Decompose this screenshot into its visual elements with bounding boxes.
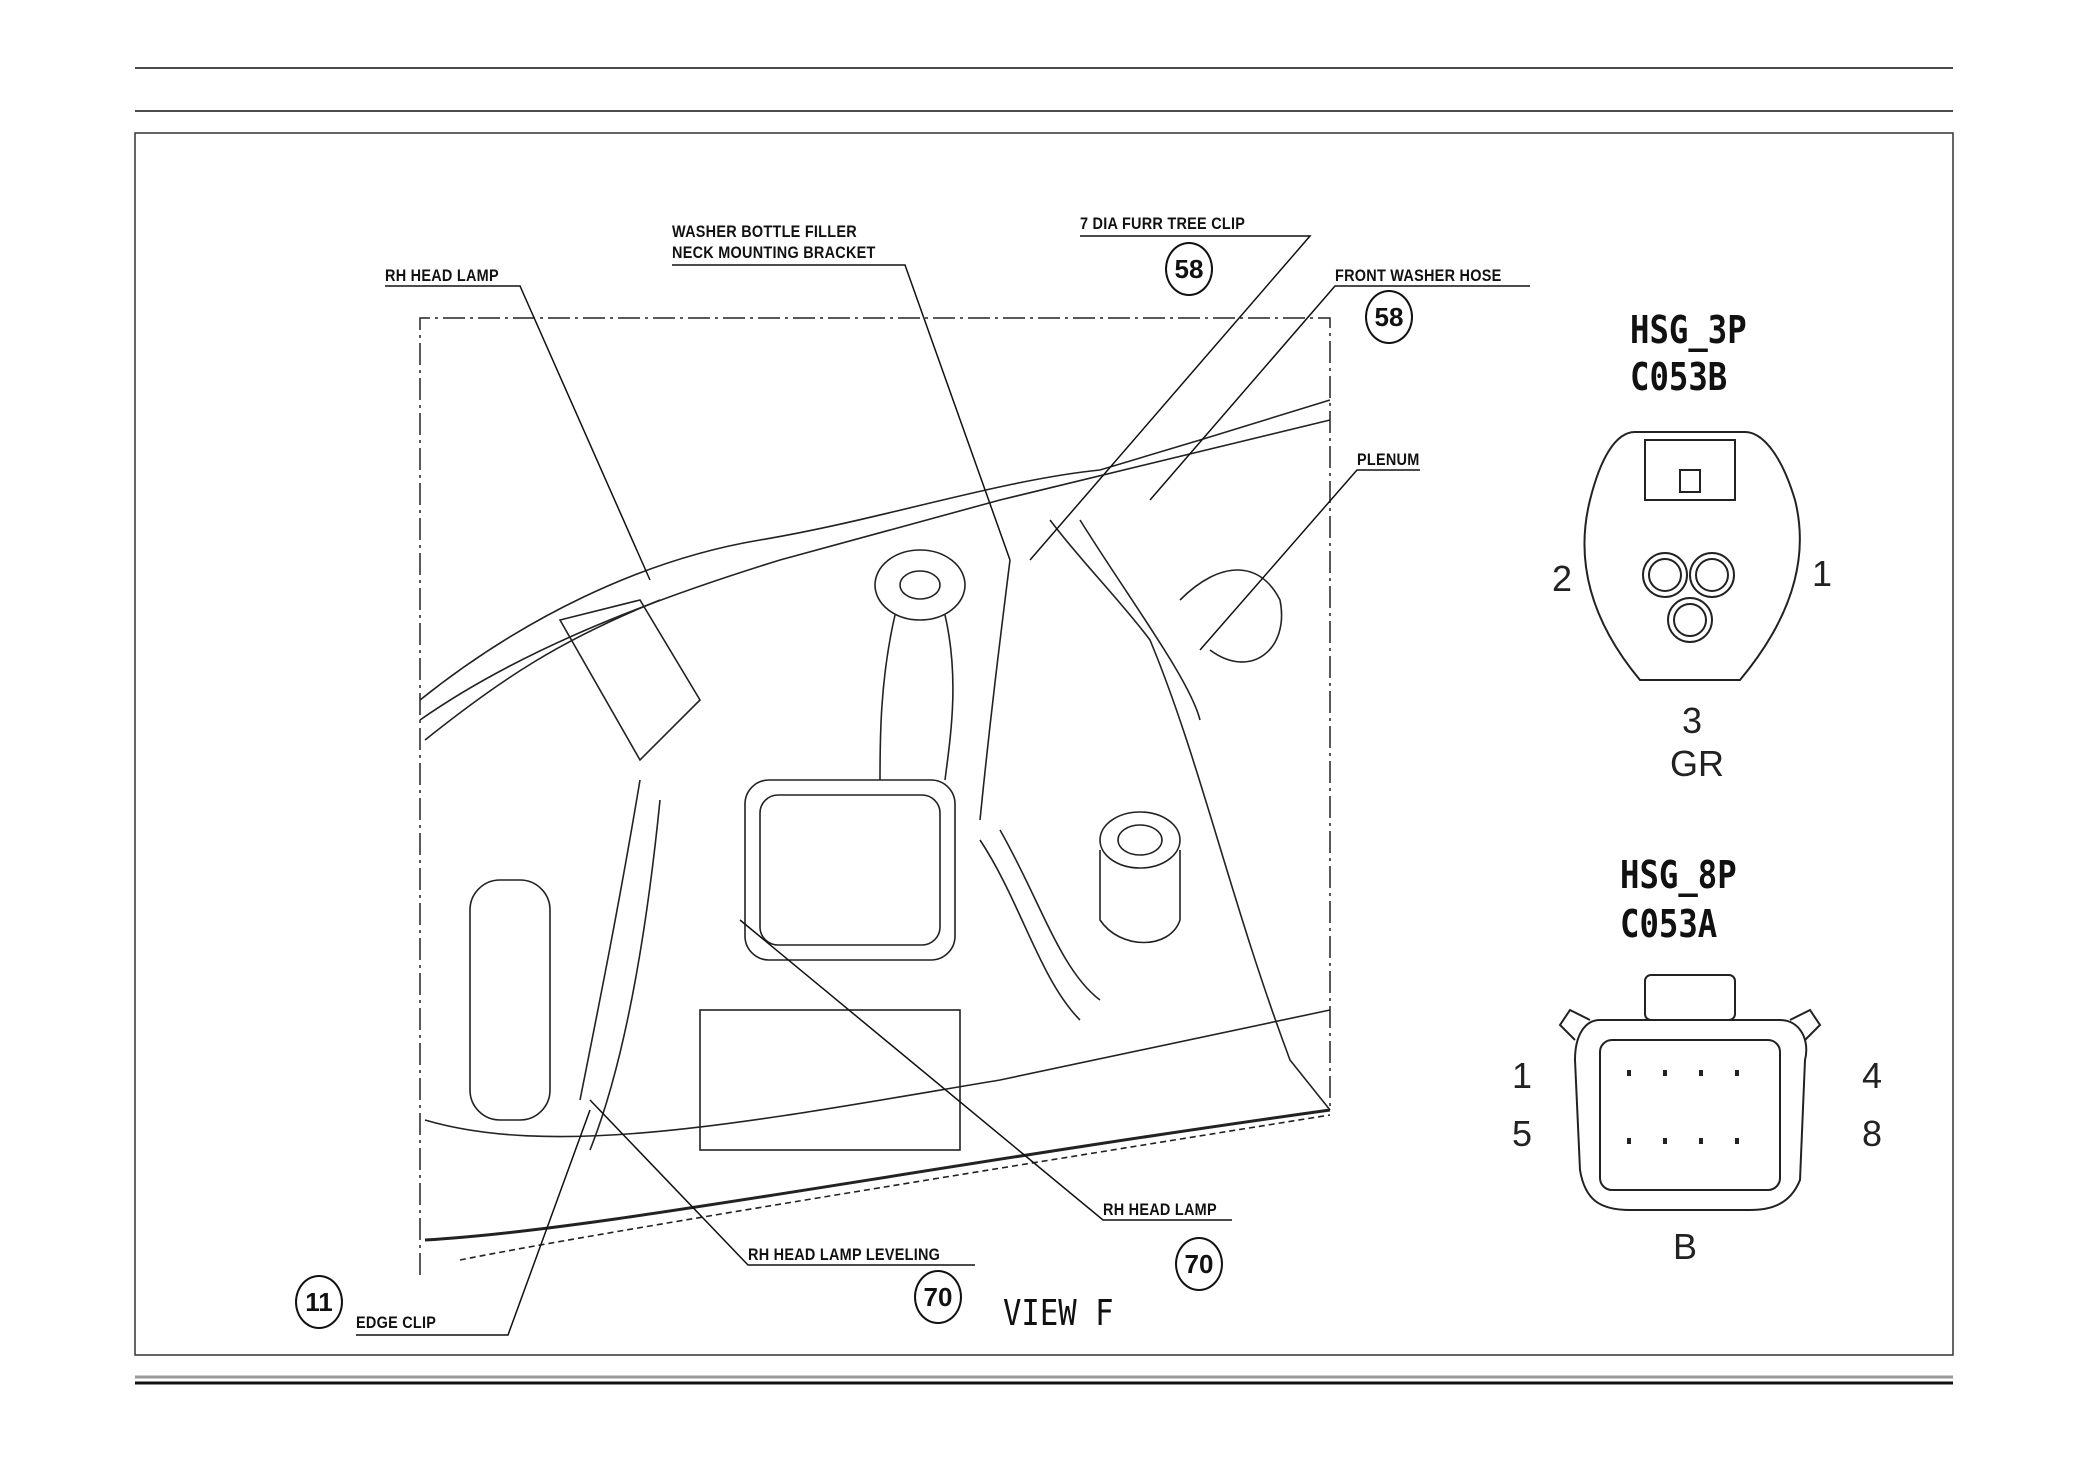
engine-bay-drawing <box>419 399 1331 1261</box>
connector-housing-8p: HSG_8P <box>1620 853 1737 897</box>
ref-badge-furr-tree-clip: 58 <box>1165 242 1213 296</box>
view-label: VIEW F <box>1003 1293 1114 1334</box>
pin-label: 1 <box>1812 553 1833 594</box>
pin-label: 1 <box>1512 1055 1533 1096</box>
connector-c053b-drawing <box>1583 431 1801 681</box>
connector-c053a-drawing <box>1558 974 1822 1211</box>
ref-badge-rh-head-lamp: 70 <box>1175 1237 1223 1291</box>
connector-housing-3p: HSG_3P <box>1630 308 1747 352</box>
callout-washer-bracket-line1: WASHER BOTTLE FILLER <box>672 222 857 241</box>
callout-furr-tree-clip: 7 DIA FURR TREE CLIP <box>1080 214 1246 233</box>
callout-washer-bracket-line2: NECK MOUNTING BRACKET <box>672 243 876 262</box>
leader-lines <box>356 235 1530 1336</box>
wire-color-label: B <box>1673 1226 1698 1267</box>
callout-rh-head-lamp-bottom: RH HEAD LAMP <box>1103 1200 1217 1219</box>
pin-label: 4 <box>1862 1055 1883 1096</box>
callout-edge-clip: EDGE CLIP <box>356 1313 437 1332</box>
callout-rh-head-lamp-top: RH HEAD LAMP <box>385 266 499 285</box>
connector-id-c053b: C053B <box>1630 355 1728 399</box>
pin-label: 8 <box>1862 1113 1883 1154</box>
pin-label: 2 <box>1552 558 1573 599</box>
wire-color-label: GR <box>1670 743 1724 784</box>
pin-label: 3 <box>1682 700 1703 741</box>
pin-label: 5 <box>1512 1113 1533 1154</box>
ref-badge-rh-head-lamp-leveling: 70 <box>914 1270 962 1324</box>
callout-front-washer-hose: FRONT WASHER HOSE <box>1335 266 1502 285</box>
callout-rh-head-lamp-leveling: RH HEAD LAMP LEVELING <box>748 1245 941 1264</box>
connector-id-c053a: C053A <box>1620 902 1718 946</box>
callout-plenum: PLENUM <box>1357 450 1420 469</box>
ref-badge-front-washer-hose: 58 <box>1365 290 1413 344</box>
ref-badge-edge-clip: 11 <box>295 1275 343 1329</box>
